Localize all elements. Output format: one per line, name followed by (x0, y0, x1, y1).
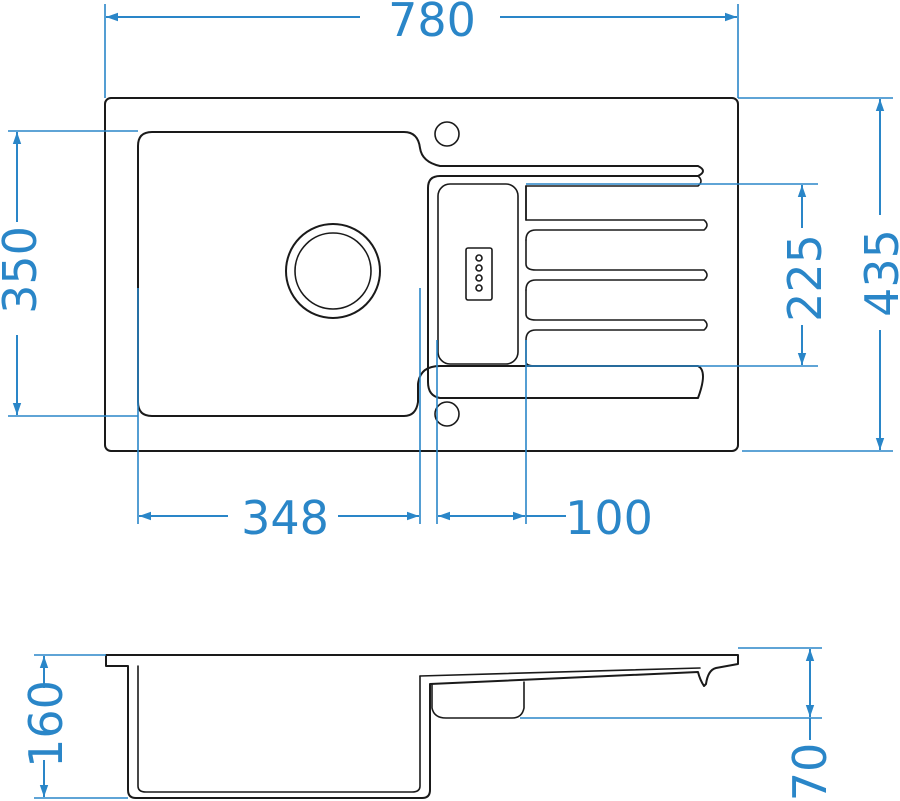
main-bowl-outline (137, 131, 704, 417)
tap-hole-bottom (434, 401, 460, 427)
dim-bowl-depth: 350 (0, 130, 138, 417)
tap-hole-top (434, 121, 460, 147)
dim-drainer-length: 225 (526, 183, 832, 367)
drain-inner-ring (294, 232, 372, 310)
dim-label-160: 160 (19, 680, 73, 768)
small-bowl-outline (437, 183, 519, 365)
drainer-ribs (525, 175, 708, 367)
drainer-rib (525, 289, 708, 367)
drainer-rib (525, 175, 702, 187)
side-bowl-inner (137, 665, 421, 793)
side-profile-outline (105, 654, 739, 799)
dim-label-100: 100 (565, 491, 653, 545)
dim-total-height: 160 (19, 654, 128, 799)
plan-view (104, 97, 739, 452)
dim-label-435: 435 (855, 229, 900, 317)
dim-label-350: 350 (0, 226, 47, 314)
side-view (105, 654, 739, 799)
dim-label-225: 225 (778, 234, 832, 322)
dim-label-70: 70 (783, 743, 837, 801)
drain-outer-ring (285, 223, 381, 319)
drainer-rib (525, 185, 708, 241)
overflow-slot-icon (465, 247, 493, 301)
dim-overall-depth: 435 (738, 97, 900, 452)
dim-overall-width: 780 (104, 0, 739, 98)
dim-label-780: 780 (388, 0, 476, 47)
dim-channel-width: 100 (436, 340, 653, 545)
dim-drainer-height: 70 (520, 647, 837, 801)
sink-outer-outline (104, 97, 739, 452)
dim-bowl-width: 348 (137, 288, 421, 545)
drainer-rib (525, 239, 708, 291)
dim-label-348: 348 (241, 491, 329, 545)
side-small-bowl (431, 681, 525, 719)
